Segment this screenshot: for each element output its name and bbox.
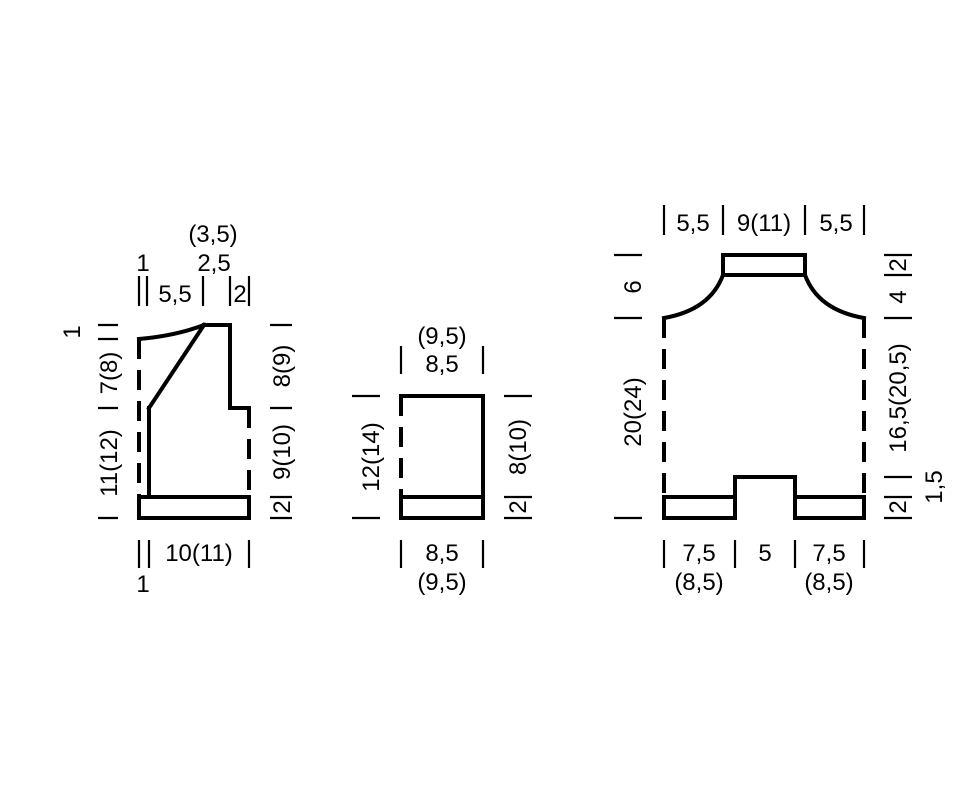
back-bottom-left-paren: (8,5): [674, 569, 723, 596]
front-neck-curve: [136, 322, 207, 342]
front-outline: [137, 322, 251, 520]
back-right-upper-2: 2: [885, 258, 912, 271]
front-top-left-1: 1: [136, 250, 149, 277]
back-bottom-left: 7,5: [682, 540, 715, 567]
sleeve-left-height: 12(14): [358, 422, 385, 491]
sleeve-right-bottom: 2: [505, 500, 532, 513]
back-piece: 5,5 9(11) 5,5 6 20(24) 2 4 16,5(20,5) 2 …: [614, 205, 948, 596]
front-bottom-width: 10(11): [165, 540, 233, 567]
front-right-bottom: 2: [269, 500, 296, 513]
front-left-top-1: 1: [59, 325, 86, 338]
sleeve-outline: [399, 394, 485, 520]
back-right-middle: 16,5(20,5): [885, 343, 912, 452]
back-bottom-mid: 5: [758, 540, 771, 567]
back-top-left: 5,5: [676, 210, 709, 237]
back-bottom-right-paren: (8,5): [804, 569, 853, 596]
back-right-bottom-value: 1,5: [921, 470, 948, 503]
sleeve-top-paren: (9,5): [417, 323, 466, 350]
back-bottom-outline: [662, 475, 866, 520]
back-right-upper-4: 4: [885, 290, 912, 303]
sleeve-top-value: 8,5: [425, 351, 458, 378]
front-top-row-left: 5,5: [158, 281, 191, 308]
back-neck-band: [721, 253, 807, 277]
front-top-value: 2,5: [197, 250, 230, 277]
front-piece: (3,5) 1 2,5 5,5 2 1 7(8) 11(12) 8(9) 9(1…: [59, 221, 296, 598]
back-left-shoulder: [661, 272, 726, 321]
front-right-upper: 8(9): [269, 345, 296, 388]
back-left-middle: 20(24): [620, 377, 647, 446]
front-top-row-right: 2: [233, 281, 246, 308]
sleeve-bottom-value: 8,5: [425, 540, 458, 567]
front-left-lower: 11(12): [96, 429, 123, 497]
back-top-mid: 9(11): [737, 210, 791, 237]
front-top-paren: (3,5): [188, 221, 237, 248]
back-bottom-right: 7,5: [812, 540, 845, 567]
front-bottom-1: 1: [136, 571, 149, 598]
front-right-lower: 9(10): [269, 424, 296, 480]
back-right-bottom-2: 2: [885, 500, 912, 513]
sleeve-piece: (9,5) 8,5 12(14) 8(10) 2 8,5 (9,5): [352, 323, 532, 596]
back-top-right: 5,5: [819, 210, 852, 237]
back-right-shoulder: [802, 272, 867, 321]
sleeve-right-height: 8(10): [505, 419, 532, 475]
front-left-upper: 7(8): [96, 352, 123, 395]
back-left-upper: 6: [620, 280, 647, 293]
sleeve-bottom-paren: (9,5): [417, 569, 466, 596]
